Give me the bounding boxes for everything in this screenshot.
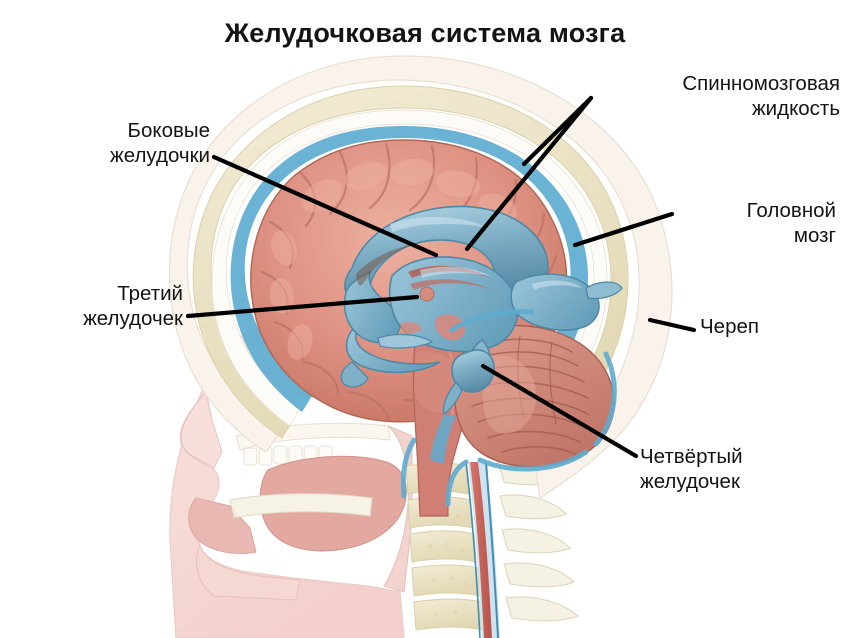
leader-lines (185, 95, 697, 459)
cisterna-magna (430, 414, 456, 464)
label-cerebrospinal-fluid: Спинномозговая жидкость (682, 72, 840, 121)
ventricular-system (340, 205, 623, 416)
fourth-ventricle-shape (451, 349, 495, 393)
page-title: Желудочковая система мозга (224, 18, 626, 48)
face-soft-tissue (169, 299, 405, 638)
spinal-cord-shape (470, 462, 492, 638)
scalp-layer (168, 55, 673, 500)
third-ventricle-leader (185, 294, 420, 319)
label-fourth-ventricle: Четвёртый желудочек (640, 445, 743, 494)
label-third-ventricle: Третий желудочек (83, 282, 183, 331)
brain-leader (572, 211, 675, 248)
label-skull: Череп (700, 315, 759, 338)
csf-leader-ventricle (464, 95, 594, 252)
skull-leader (647, 317, 697, 333)
label-brain: Головной мозг (746, 199, 836, 248)
skull-shell (168, 55, 673, 500)
lateral-ventricles-leader (211, 154, 439, 258)
label-lateral-ventricles: Боковые желудочки (110, 119, 210, 168)
skull-bone-layer (192, 85, 629, 453)
fourth-ventricle-leader (480, 363, 639, 459)
